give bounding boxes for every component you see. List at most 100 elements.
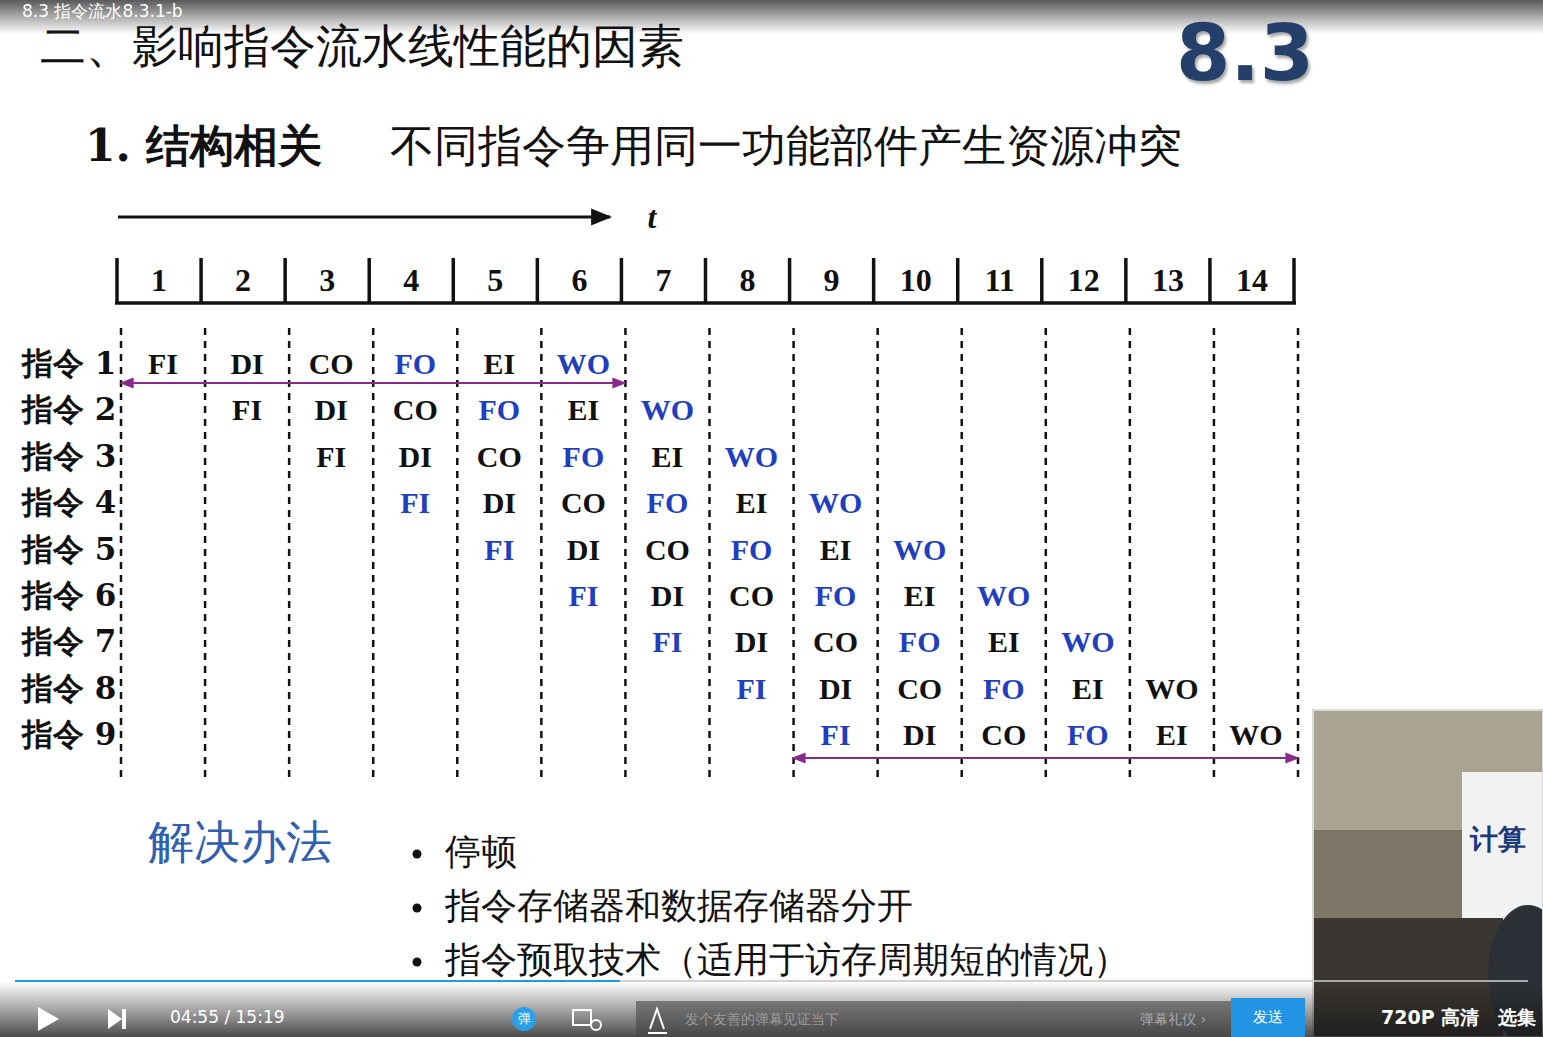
clock-cycle: 14 [1236,262,1268,299]
danmaku-toggle: 弹 [512,1007,536,1031]
pipeline-stage: EI [483,347,515,382]
solution-heading: 解决办法 [148,816,332,869]
next-icon [108,1009,122,1029]
slide-title: 二、影响指令流水线性能的因素 [40,20,684,73]
pipeline-stage: CO [813,625,858,660]
instruction-label: 指令 6 [22,578,116,614]
ruler-tick [956,258,960,303]
webcam-board [1462,772,1543,922]
pipeline-stage: CO [477,440,522,475]
pipeline-stage: FI [568,579,598,614]
ruler-tick [704,258,708,303]
column-divider [204,328,207,778]
pipeline-stage: WO [1229,718,1282,753]
column-divider [792,328,795,778]
column-divider [120,328,123,778]
pipeline-stage: DI [819,672,852,707]
column-divider [708,328,711,778]
pipeline-stage: WO [1145,672,1198,707]
pipeline-stage: DI [399,440,432,475]
ruler-tick [1124,258,1128,303]
button-text: 发送 [1253,1009,1283,1026]
webcam-board-text: 计算 [1470,824,1526,856]
instruction-label: 指令 7 [22,625,116,661]
column-divider [960,328,963,778]
clock-cycle: 9 [824,262,840,299]
danmaku-etiquette: 弹幕礼仪 › [1140,1011,1206,1027]
bullet-dot [413,958,422,967]
pipeline-stage: WO [641,393,694,428]
pipeline-stage: CO [393,393,438,428]
bullet-dot [413,850,422,859]
column-divider [540,328,543,778]
control-bar-shade [0,982,1543,1037]
instruction-label: 指令 8 [22,671,116,707]
column-divider [456,328,459,778]
pipeline-stage: FO [1067,718,1109,753]
column-divider [1045,328,1048,778]
column-divider [1213,328,1216,778]
ruler-tick [620,258,624,303]
clock-cycle: 5 [487,262,503,299]
pipeline-stage: WO [725,440,778,475]
column-divider [288,328,291,778]
instruction-label: 指令 2 [22,393,116,429]
pipeline-stage: DI [315,393,348,428]
pipeline-stage: EI [904,579,936,614]
pipeline-stage: WO [893,532,946,567]
column-divider [1297,328,1300,778]
instruction-label: 指令 5 [22,532,116,568]
pipeline-stage: EI [652,440,684,475]
solution-item: 指令存储器和数据存储器分开 [445,885,913,926]
instruction-label: 指令 3 [22,439,116,475]
pipeline-stage: WO [809,486,862,521]
pipeline-stage: DI [735,625,768,660]
clock-cycle: 11 [985,262,1015,299]
playback-time: 04:55 / 15:19 [170,1008,285,1028]
ruler-tick [452,258,456,303]
clock-cycle: 13 [1152,262,1184,299]
clock-cycle: 2 [235,262,251,299]
ruler-tick [115,258,119,303]
pipeline-stage: EI [1156,718,1188,753]
instruction-label: 指令 9 [22,717,116,753]
pipeline-stage: FO [647,486,689,521]
send-button: 发送 [1231,998,1305,1037]
ruler-tick [199,258,203,303]
clock-cycle: 6 [571,262,587,299]
ruler-tick [367,258,371,303]
pipeline-stage: DI [230,347,263,382]
font-style-icon [650,1009,664,1029]
pipeline-stage: FI [821,718,851,753]
solution-item: 停顿 [445,831,517,872]
pipeline-stage: FI [400,486,430,521]
pipeline-stage: CO [897,672,942,707]
pipeline-stage: EI [1072,672,1104,707]
pipeline-stage: DI [483,486,516,521]
pipeline-stage: CO [645,532,690,567]
pipeline-stage: CO [309,347,354,382]
ruler-tick [1040,258,1044,303]
clock-cycle: 8 [740,262,756,299]
column-divider [624,328,627,778]
pipeline-stage: CO [981,718,1026,753]
column-divider [1129,328,1132,778]
ruler-tick [283,258,287,303]
ruler-tick [536,258,540,303]
pipeline-stage: FI [737,672,767,707]
danmaku-placeholder: 发个友善的弹幕见证当下 [685,1011,839,1027]
column-divider [372,328,375,778]
axis-label: t [648,199,657,236]
chapter-number: 8.3 [1176,9,1314,99]
clock-cycle: 4 [403,262,419,299]
pipeline-stage: FO [899,625,941,660]
pipeline-stage: DI [567,532,600,567]
pipeline-stage: CO [561,486,606,521]
clock-cycle: 7 [655,262,671,299]
episode-selector: 选集 [1498,1007,1536,1029]
pipeline-stage: FO [731,532,773,567]
pipeline-stage: FI [484,532,514,567]
danmaku-settings-gear [591,1020,601,1030]
play-icon [38,1007,59,1031]
